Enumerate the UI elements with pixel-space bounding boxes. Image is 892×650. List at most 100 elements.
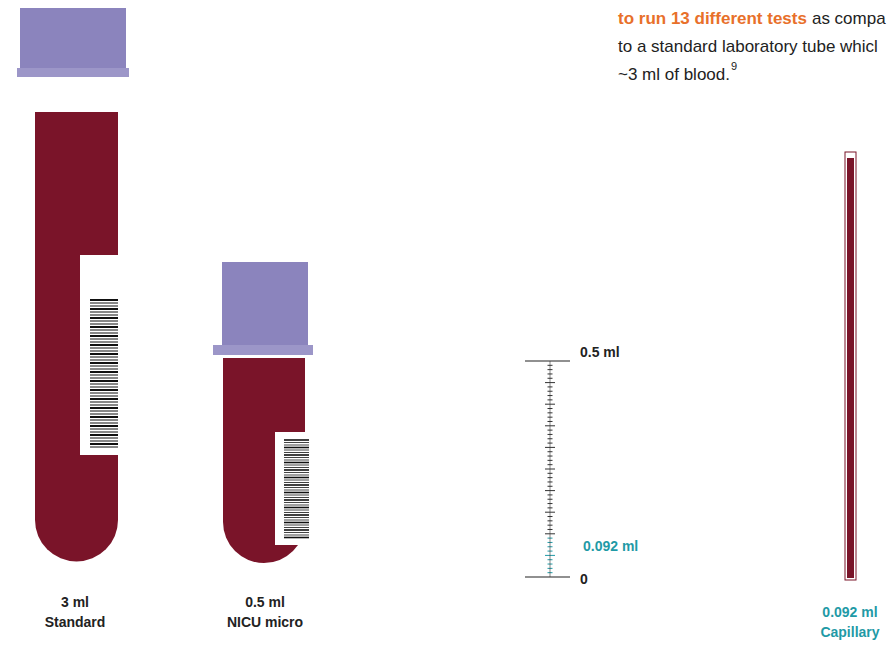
- stroke: [90, 380, 118, 382]
- stroke: [284, 520, 309, 521]
- stroke: [90, 317, 118, 319]
- stroke: [284, 529, 309, 531]
- footnote-number: 9: [731, 60, 737, 72]
- stroke: [90, 303, 118, 304]
- stroke: [90, 371, 118, 373]
- intro-text: as compa: [812, 8, 886, 30]
- stroke: [284, 522, 309, 524]
- stroke: [90, 387, 118, 388]
- stroke: [284, 482, 309, 483]
- volume-label: 0.092 ml: [822, 603, 877, 621]
- stroke: [284, 454, 309, 456]
- stroke: [284, 512, 309, 513]
- stroke: [284, 532, 309, 533]
- stroke: [284, 537, 309, 539]
- stroke: [284, 517, 309, 518]
- stroke: [284, 484, 309, 486]
- stroke: [90, 353, 118, 355]
- stroke: [90, 393, 118, 394]
- stroke: [284, 487, 309, 488]
- stroke: [284, 442, 309, 443]
- stroke: [90, 405, 118, 406]
- stroke: [90, 438, 118, 439]
- stroke: [90, 441, 118, 442]
- stroke: [284, 472, 309, 473]
- stroke: [284, 469, 309, 471]
- stroke: [90, 324, 118, 325]
- stroke: [90, 369, 118, 370]
- stroke: [284, 480, 309, 481]
- stroke: [284, 439, 309, 441]
- stroke: [90, 362, 118, 364]
- tube-name: NICU micro: [227, 613, 303, 631]
- stroke: [90, 416, 118, 418]
- stroke: [550, 361, 551, 577]
- intro-text-highlight: to run 13 different tests: [618, 8, 807, 30]
- stroke: [284, 505, 309, 506]
- stroke: [284, 452, 309, 453]
- stroke: [284, 525, 309, 526]
- stroke: [90, 321, 118, 322]
- stroke: [90, 432, 118, 433]
- scale-value: 0.5 ml: [580, 343, 620, 361]
- stroke: [90, 351, 118, 352]
- stroke: [90, 411, 118, 412]
- capillary-tube: [845, 152, 856, 580]
- scale-value: 0: [580, 570, 588, 588]
- stroke: [90, 315, 118, 316]
- stroke: [284, 445, 309, 446]
- stroke: [90, 389, 118, 391]
- intro-text: to a standard laboratory tube whicl: [618, 36, 878, 58]
- stroke: [90, 423, 118, 424]
- stroke: [284, 477, 309, 479]
- tube-name: Standard: [45, 613, 106, 631]
- standard-tube: [17, 8, 129, 561]
- stroke: [284, 460, 309, 461]
- stroke: [284, 475, 309, 476]
- stroke: [90, 342, 118, 343]
- stroke: [284, 492, 309, 494]
- stroke: [284, 514, 309, 516]
- stroke: [284, 465, 309, 466]
- stroke: [90, 407, 118, 409]
- stroke: [90, 434, 118, 436]
- scale-value: 0.092 ml: [583, 537, 638, 555]
- stroke: [284, 497, 309, 498]
- stroke: [90, 312, 118, 313]
- stroke: [90, 396, 118, 397]
- stroke: [284, 499, 309, 501]
- stroke: [284, 490, 309, 491]
- stroke: [90, 398, 118, 400]
- tube-name: Capillary: [820, 623, 879, 641]
- stroke: [90, 308, 118, 310]
- stroke: [90, 335, 118, 337]
- stroke: [90, 425, 118, 427]
- stroke: [90, 402, 118, 403]
- stroke: [90, 443, 118, 445]
- nicu-micro-tube: [213, 262, 315, 563]
- intro-text: ~3 ml of blood.: [618, 64, 730, 86]
- stroke: [284, 527, 309, 528]
- stroke: [90, 357, 118, 358]
- stroke: [90, 384, 118, 385]
- stroke: [284, 507, 309, 509]
- stroke: [90, 339, 118, 340]
- stroke: [90, 375, 118, 376]
- volume-label: 0.5 ml: [245, 593, 285, 611]
- volume-scale: [525, 361, 570, 577]
- stroke: [90, 306, 118, 307]
- stroke: [90, 447, 118, 448]
- stroke: [90, 366, 118, 367]
- stroke: [90, 344, 118, 346]
- stroke: [90, 414, 118, 415]
- stroke: [284, 502, 309, 503]
- stroke: [284, 450, 309, 451]
- stroke: [284, 467, 309, 468]
- stroke: [284, 495, 309, 496]
- stroke: [90, 333, 118, 334]
- stroke: [284, 510, 309, 511]
- stroke: [284, 457, 309, 458]
- stroke: [90, 429, 118, 430]
- stroke: [284, 462, 309, 464]
